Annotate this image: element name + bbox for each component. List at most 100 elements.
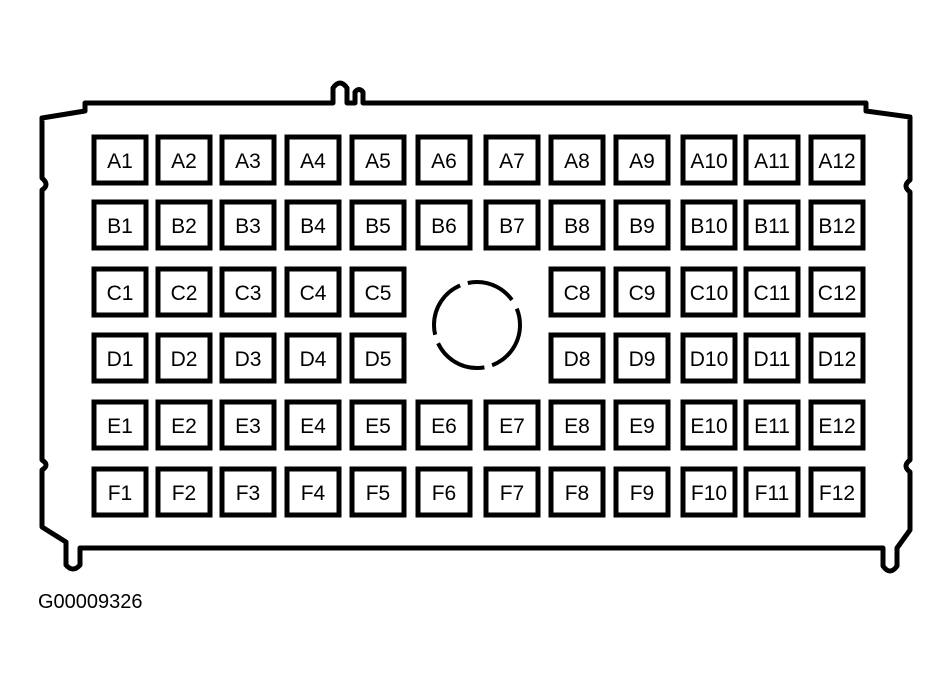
pin-cavity bbox=[219, 199, 277, 251]
pin-label: C11 bbox=[754, 282, 791, 305]
pin-label: F5 bbox=[366, 482, 391, 505]
pin-cavity bbox=[483, 134, 541, 186]
pin-cavity bbox=[284, 266, 342, 318]
pin-cavity bbox=[808, 332, 866, 384]
pin-label: E1 bbox=[107, 415, 133, 438]
pin-cavity bbox=[91, 266, 149, 318]
pin-label: A4 bbox=[300, 150, 326, 173]
pin-cavity bbox=[613, 399, 671, 451]
pin-cavity bbox=[284, 399, 342, 451]
pin-f1: F1 bbox=[91, 466, 149, 518]
pin-cavity bbox=[808, 466, 866, 518]
pin-cavity bbox=[808, 266, 866, 318]
pin-f4: F4 bbox=[284, 466, 342, 518]
pin-d3: D3 bbox=[219, 332, 277, 384]
pin-d10: D10 bbox=[680, 332, 738, 384]
pin-e9: E9 bbox=[613, 399, 671, 451]
pin-e8: E8 bbox=[548, 399, 606, 451]
pin-b11: B11 bbox=[743, 199, 801, 251]
pin-label: D2 bbox=[171, 348, 198, 371]
pin-label: D11 bbox=[754, 348, 791, 371]
pin-cavity bbox=[680, 199, 738, 251]
pin-cavity bbox=[91, 134, 149, 186]
pin-cavity bbox=[680, 266, 738, 318]
pin-f6: F6 bbox=[415, 466, 473, 518]
pin-cavity bbox=[548, 332, 606, 384]
pin-f12: F12 bbox=[808, 466, 866, 518]
pin-label: C3 bbox=[235, 282, 262, 305]
pin-label: A6 bbox=[431, 150, 457, 173]
pin-cavity bbox=[349, 332, 407, 384]
pin-cavity bbox=[743, 466, 801, 518]
pin-cavity bbox=[483, 399, 541, 451]
pin-c12: C12 bbox=[808, 266, 866, 318]
pin-label: C5 bbox=[365, 282, 392, 305]
pin-cavity bbox=[155, 199, 213, 251]
pin-label: E3 bbox=[235, 415, 261, 438]
pin-label: E6 bbox=[431, 415, 457, 438]
pin-b10: B10 bbox=[680, 199, 738, 251]
pin-cavity bbox=[808, 134, 866, 186]
pin-b12: B12 bbox=[808, 199, 866, 251]
pin-label: F3 bbox=[236, 482, 261, 505]
pin-e7: E7 bbox=[483, 399, 541, 451]
pin-label: B5 bbox=[365, 215, 391, 238]
pin-f11: F11 bbox=[743, 466, 801, 518]
pin-cavity bbox=[680, 466, 738, 518]
pin-cavity bbox=[284, 466, 342, 518]
pin-cavity bbox=[349, 134, 407, 186]
pin-c10: C10 bbox=[680, 266, 738, 318]
pin-e3: E3 bbox=[219, 399, 277, 451]
pin-label: B10 bbox=[690, 215, 727, 238]
pin-cavity bbox=[349, 399, 407, 451]
pin-label: C2 bbox=[171, 282, 198, 305]
pin-cavity bbox=[219, 266, 277, 318]
pin-label: D8 bbox=[564, 348, 591, 371]
pin-cavity bbox=[415, 466, 473, 518]
pin-e6: E6 bbox=[415, 399, 473, 451]
pin-cavity bbox=[548, 466, 606, 518]
pin-cavity bbox=[483, 466, 541, 518]
pin-cavity bbox=[155, 466, 213, 518]
pin-b8: B8 bbox=[548, 199, 606, 251]
center-key-hole bbox=[432, 280, 522, 370]
pin-label: E2 bbox=[171, 415, 197, 438]
pin-f3: F3 bbox=[219, 466, 277, 518]
pin-b4: B4 bbox=[284, 199, 342, 251]
pin-label: F11 bbox=[755, 482, 790, 505]
pin-label: B6 bbox=[431, 215, 457, 238]
pin-b3: B3 bbox=[219, 199, 277, 251]
pin-label: A11 bbox=[754, 150, 790, 173]
pin-cavity bbox=[613, 266, 671, 318]
pin-c1: C1 bbox=[91, 266, 149, 318]
pin-d9: D9 bbox=[613, 332, 671, 384]
pin-cavity bbox=[548, 199, 606, 251]
pin-d1: D1 bbox=[91, 332, 149, 384]
pin-label: E9 bbox=[629, 415, 655, 438]
pin-b2: B2 bbox=[155, 199, 213, 251]
pin-cavity bbox=[743, 332, 801, 384]
pin-cavity bbox=[415, 199, 473, 251]
pin-a2: A2 bbox=[155, 134, 213, 186]
pin-label: E5 bbox=[365, 415, 391, 438]
pin-a1: A1 bbox=[91, 134, 149, 186]
pin-cavity bbox=[349, 466, 407, 518]
pin-f5: F5 bbox=[349, 466, 407, 518]
pin-label: B12 bbox=[818, 215, 855, 238]
pin-cavity bbox=[219, 466, 277, 518]
pin-label: F7 bbox=[500, 482, 525, 505]
pin-cavity bbox=[743, 266, 801, 318]
pin-cavity bbox=[155, 332, 213, 384]
pin-e5: E5 bbox=[349, 399, 407, 451]
pin-cavity bbox=[91, 466, 149, 518]
pin-cavity bbox=[548, 399, 606, 451]
pin-cavity bbox=[808, 399, 866, 451]
pin-label: B3 bbox=[235, 215, 261, 238]
pin-label: B4 bbox=[300, 215, 326, 238]
pin-cavity bbox=[284, 199, 342, 251]
pin-label: C12 bbox=[818, 282, 857, 305]
pin-label: E11 bbox=[754, 415, 790, 438]
pin-label: E4 bbox=[300, 415, 326, 438]
pin-label: B1 bbox=[107, 215, 133, 238]
pin-a6: A6 bbox=[415, 134, 473, 186]
